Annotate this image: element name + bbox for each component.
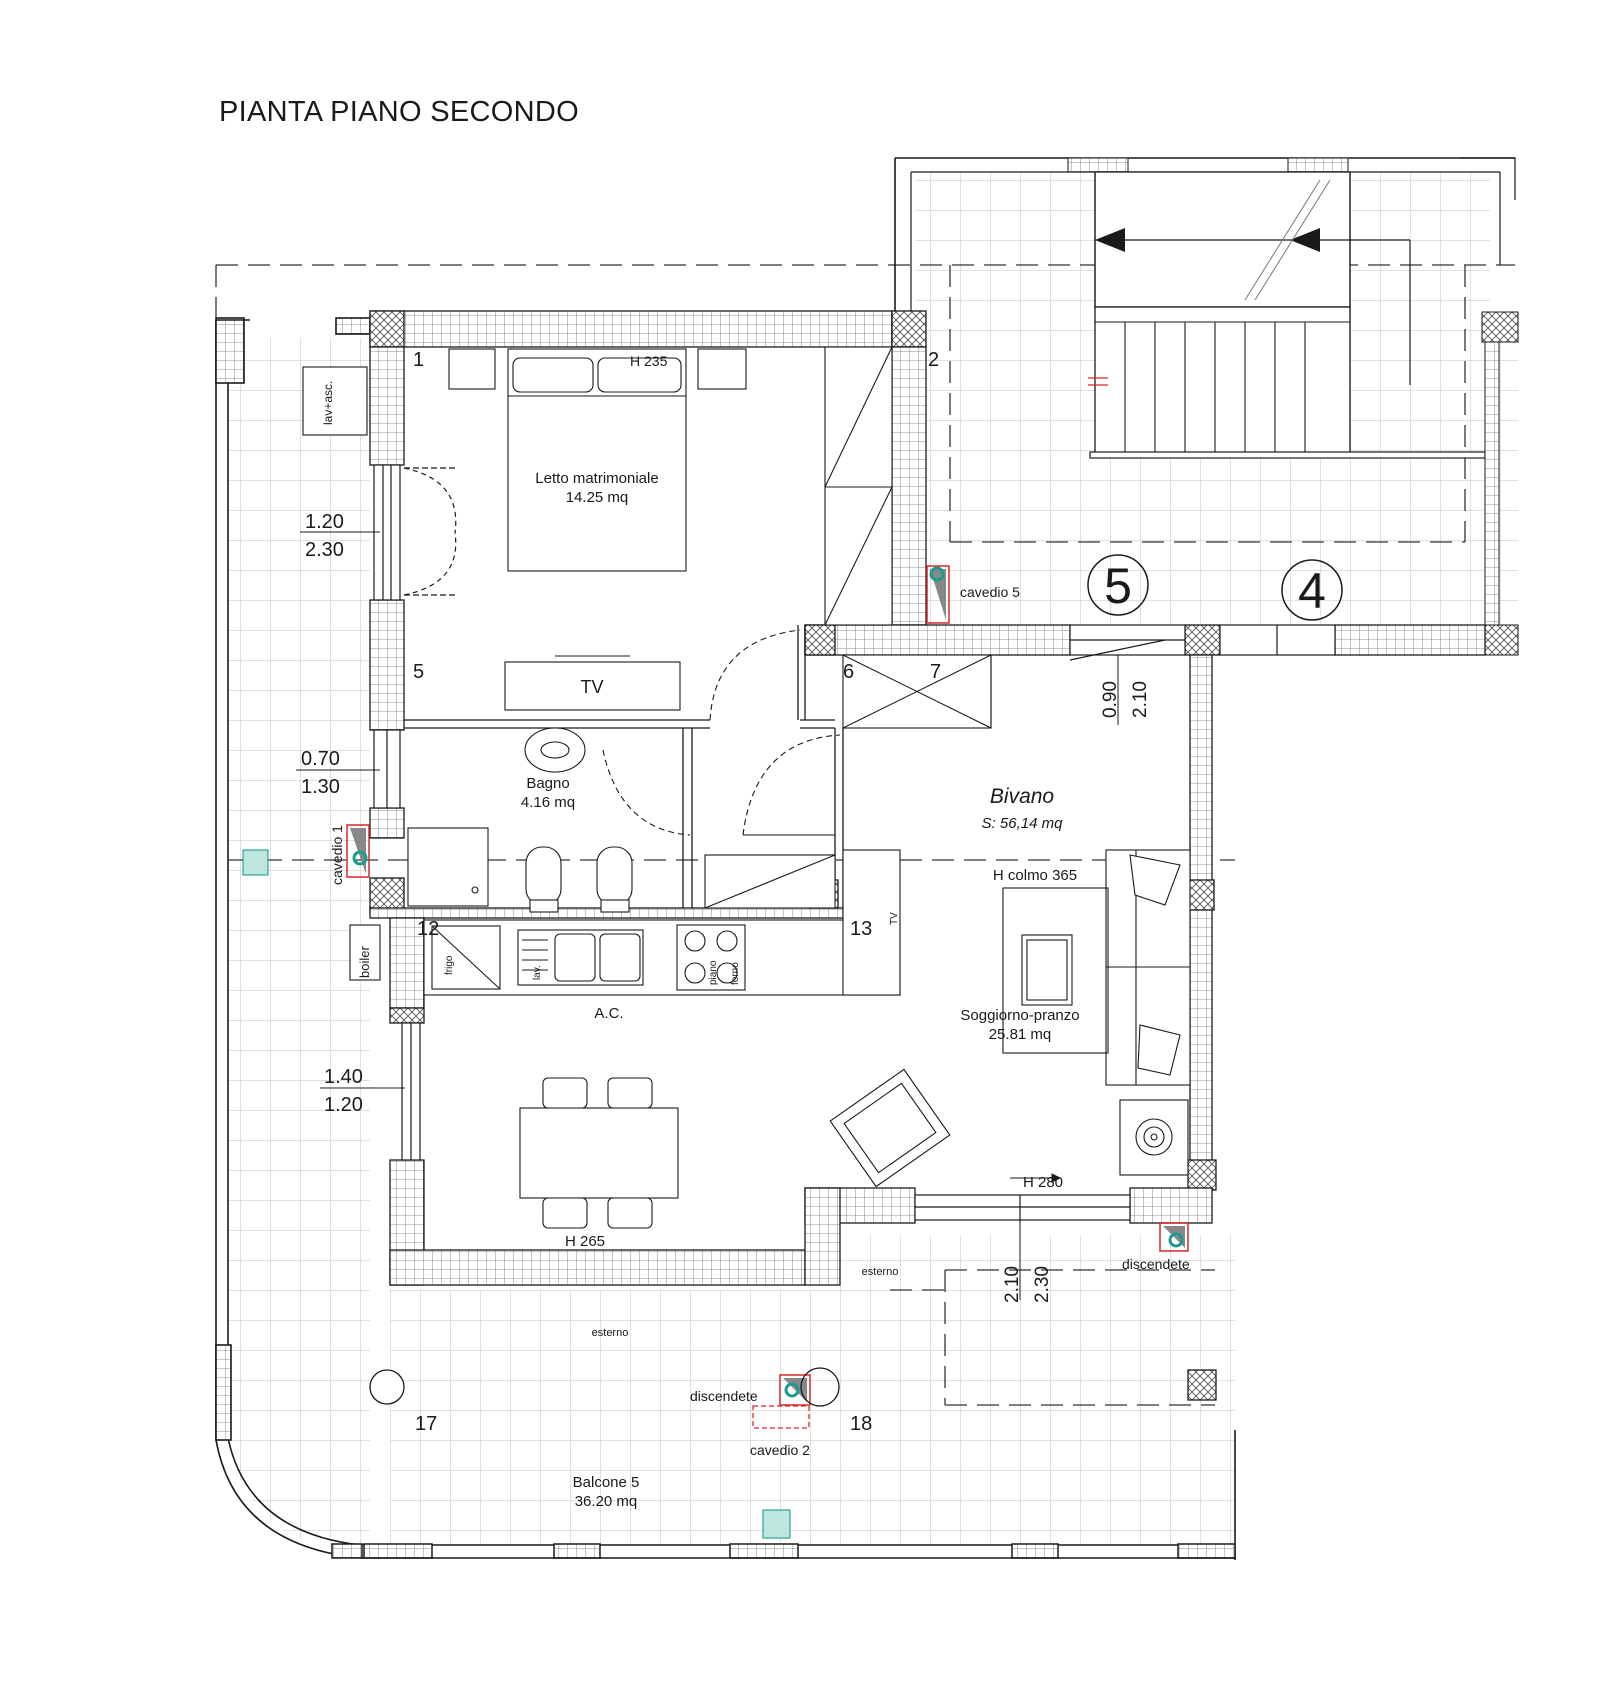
boiler-label: boiler [357,946,372,978]
marker-18: 18 [850,1413,872,1435]
external-label-1: esterno [862,1266,899,1278]
shaft-5-label: cavedio 5 [960,584,1020,600]
door-swings [602,629,841,836]
wardrobe [824,346,893,626]
stair-unit-4: 4 [1298,563,1326,619]
ac-label: A.C. [594,1005,623,1022]
bathroom-name: Bagno [526,775,569,792]
marker-5: 5 [413,661,424,683]
kitchen [423,849,901,996]
utility-boxes [242,366,791,1539]
marker-13: 13 [850,918,872,940]
tv-label: TV [580,677,603,697]
w3-width: 1.40 [324,1066,363,1088]
shaft-1-label: cavedio 1 [329,825,345,885]
stair-unit-5: 5 [1104,558,1132,614]
nightstand-right [697,348,747,390]
balcony-area: 36.20 mq [575,1493,638,1510]
bedroom-name: Letto matrimoniale [535,470,658,487]
stairwell: 5 4 [894,157,1519,656]
fridge-label: frigo [444,955,455,975]
pipe-icon [352,850,368,866]
marker-6: 6 [843,661,854,683]
tv-small-label: TV [889,912,900,925]
w2-height: 1.30 [301,776,340,798]
shafts [346,565,1189,1429]
w1-width: 1.20 [305,511,344,533]
dashed-roof-lines [215,264,1515,1406]
windows [373,464,1336,1222]
bedroom-area: 14.25 mq [566,489,629,506]
armchair [829,1068,951,1188]
external-label-2: esterno [592,1327,629,1339]
living-area: 25.81 mq [989,1026,1052,1043]
unit-surface: S: 56,14 mq [982,815,1064,832]
boiler-box [349,924,381,981]
planter [369,1369,405,1405]
dining-table [519,1107,679,1199]
toilet [525,846,562,906]
labels: Letto matrimoniale 14.25 mq H 235 TV Bag… [301,349,1190,1510]
marker-2: 2 [928,349,939,371]
door-width: 0.90 [1100,681,1121,718]
shaft-2-label: cavedio 2 [750,1442,810,1458]
w1-height: 2.30 [305,539,344,561]
tv-cabinet [504,661,681,711]
hob-label: piano [708,960,719,985]
bathroom-fixtures [407,727,836,913]
height-living: H 280 [1023,1174,1063,1191]
kitchen-counter [423,919,901,996]
balcony-name: Balcone 5 [573,1474,640,1491]
w2-width: 0.70 [301,748,340,770]
door-height: 2.10 [1130,681,1151,718]
living-furniture [519,849,1191,1229]
downpipe-label-2: discendete [690,1388,758,1404]
plan-title: PIANTA PIANO SECONDO [219,96,579,128]
marker-1: 1 [413,349,424,371]
bidet [596,846,633,906]
height-dining: H 265 [565,1233,605,1250]
pipe-icon [784,1382,800,1398]
pipe-icon [929,566,945,582]
downpipe-label-1: discendete [1122,1256,1190,1272]
bedroom-furniture [448,346,992,729]
bedroom-height: H 235 [630,353,668,369]
marker-7: 7 [930,661,941,683]
bathroom-area: 4.16 mq [521,794,575,811]
rug [1002,887,1109,1054]
nightstand-left [448,348,496,390]
laundry-label: lav+asc. [321,381,335,425]
balcony-door-height: 2.30 [1032,1266,1053,1303]
terrace-border [215,317,1236,1560]
walls [369,310,1486,1401]
sink-label: lav. [532,965,543,980]
unit-name: Bivano [990,785,1055,808]
living-name: Soggiorno-pranzo [960,1007,1079,1024]
marker-17: 17 [415,1413,437,1435]
w3-height: 1.20 [324,1094,363,1116]
marker-12: 12 [417,918,439,940]
dimension-lines [296,531,1119,1300]
laundry-box [302,366,368,436]
shower-tray [407,827,489,907]
pipe-icon [1168,1232,1184,1248]
balcony-railing [331,1543,1236,1559]
oven-label: forno [730,962,741,985]
ceiling-peak: H colmo 365 [993,867,1077,884]
balcony-door-width: 2.10 [1002,1266,1023,1303]
